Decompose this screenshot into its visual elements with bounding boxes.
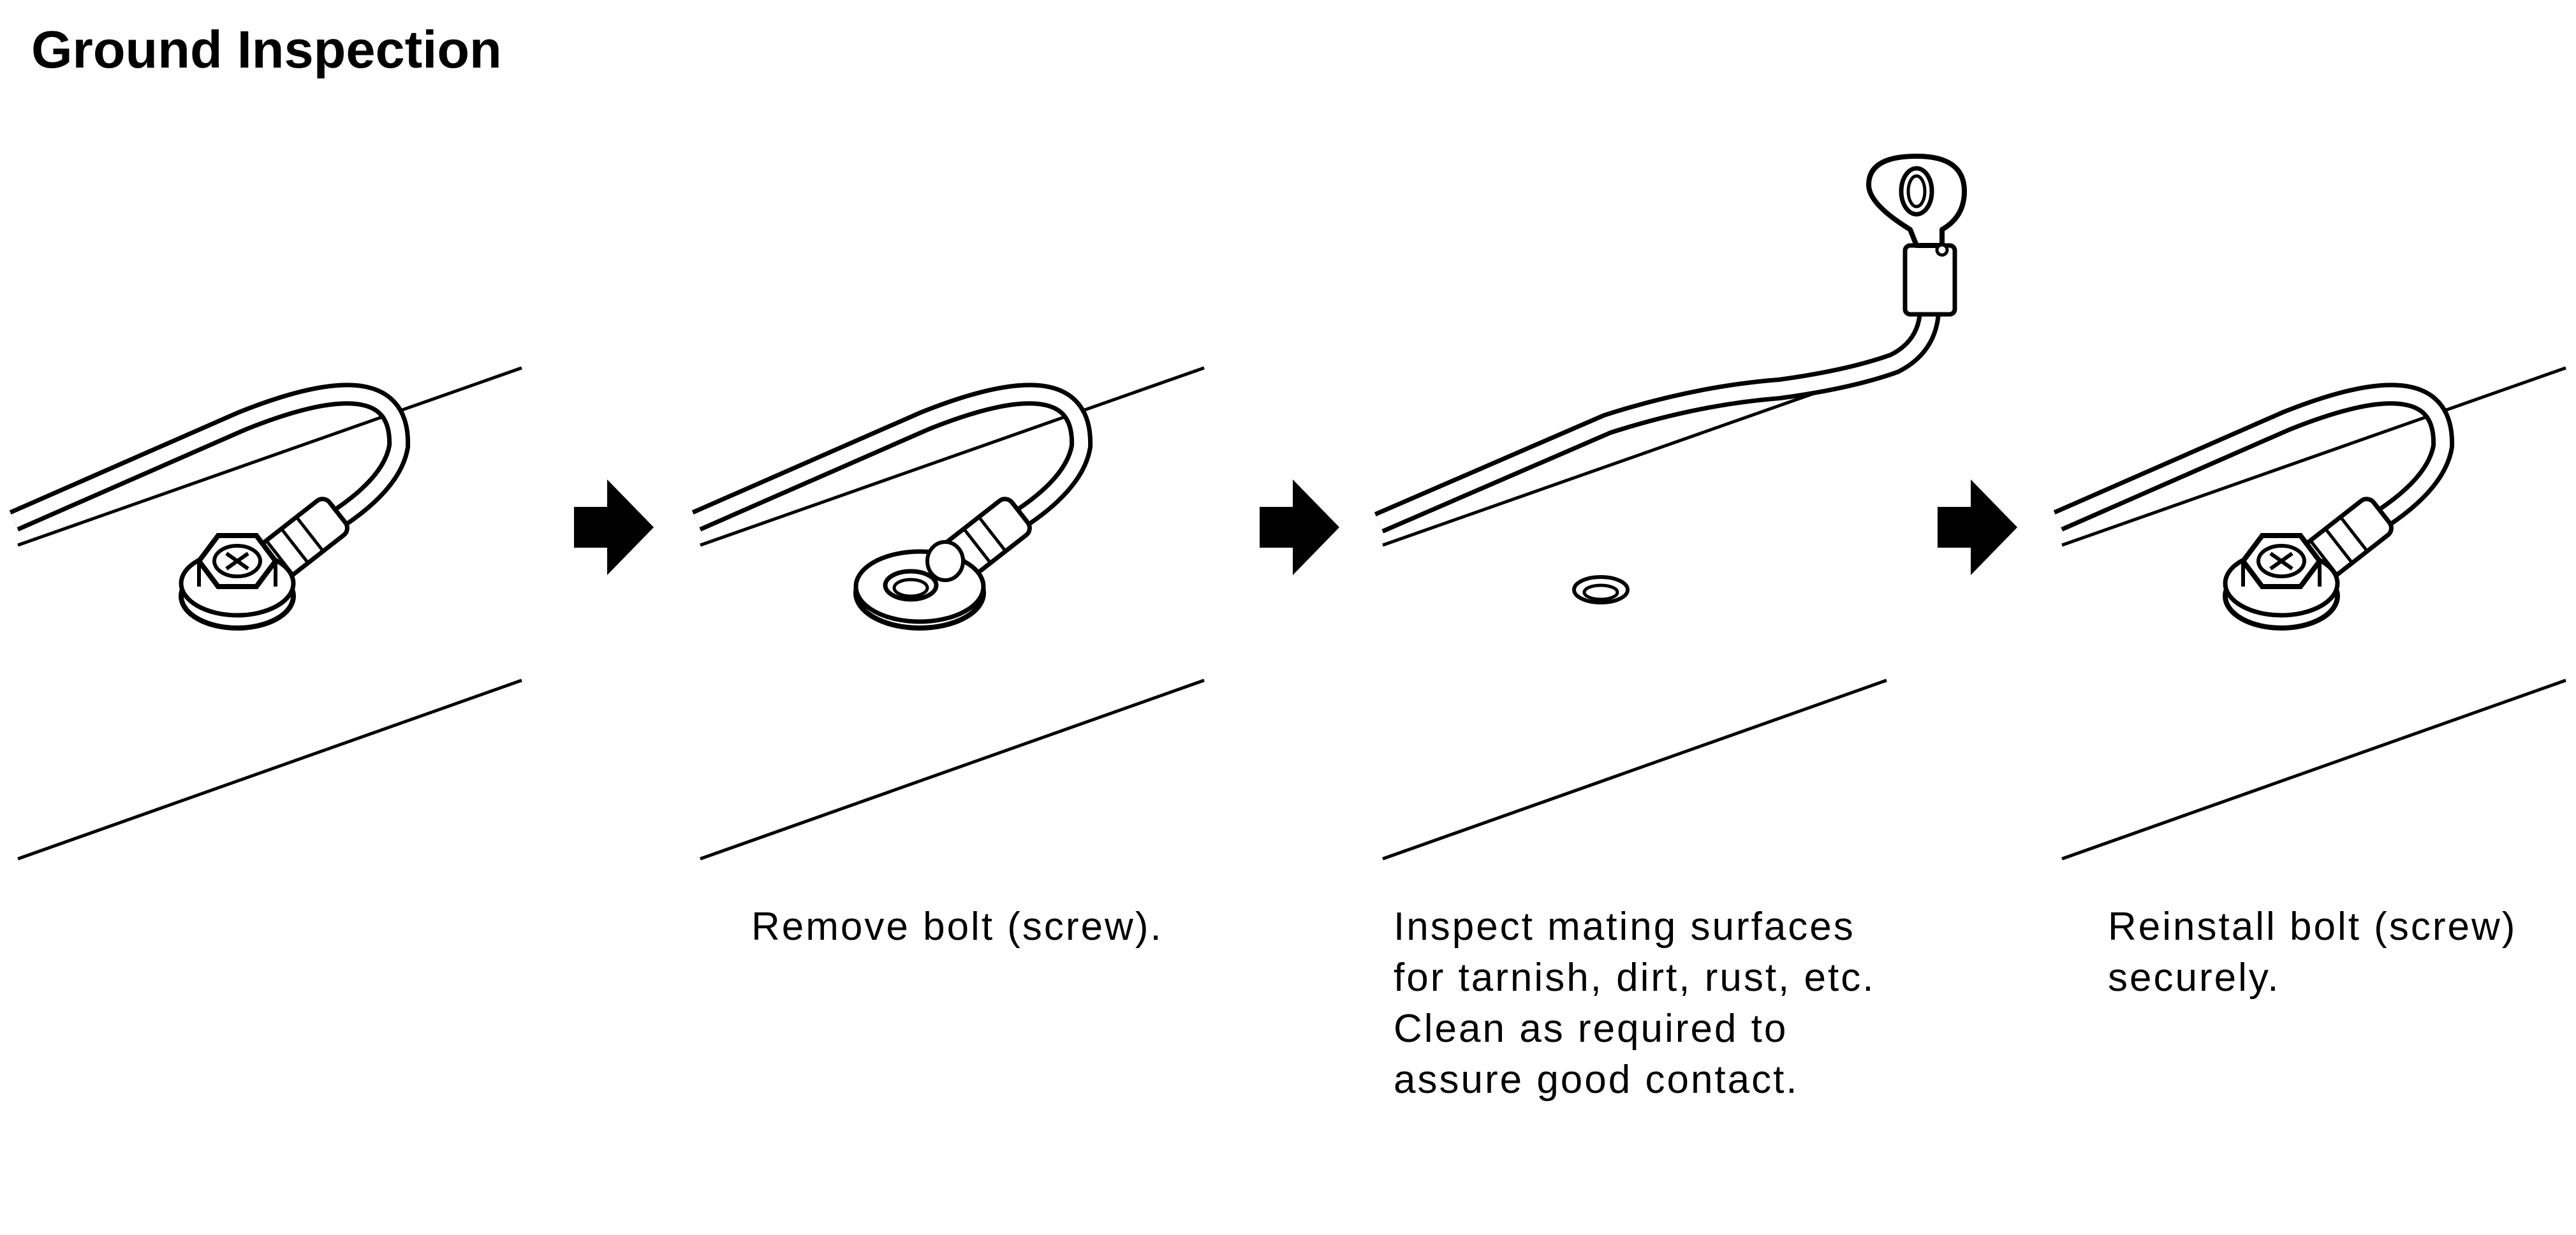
caption-line: Clean as required to (1394, 1007, 1788, 1051)
right-arrow-icon (1260, 479, 1339, 575)
step-2-illustration (696, 368, 1204, 859)
caption-line: for tarnish, dirt, rust, etc. (1394, 956, 1876, 1000)
step-4-caption: Reinstall bolt (screw) securely. (2108, 902, 2517, 1004)
caption-line: Remove bolt (screw). (751, 905, 1163, 949)
right-arrow-icon (1938, 479, 2017, 575)
step-2-caption: Remove bolt (screw). (751, 902, 1163, 953)
lifted-cable (1374, 298, 1941, 534)
caption-line: Inspect mating surfaces (1394, 905, 1855, 949)
step-1-illustration (14, 368, 522, 859)
step-3-caption: Inspect mating surfaces for tarnish, dir… (1394, 902, 1875, 1106)
ring-terminal-icon (1866, 154, 1967, 317)
caption-line: Reinstall bolt (screw) (2108, 905, 2517, 949)
step-3-illustration (1374, 154, 1967, 859)
bolt-hole-icon (1572, 575, 1630, 604)
step-4-illustration (2058, 368, 2566, 859)
caption-line: securely. (2108, 956, 2281, 1000)
right-arrow-icon (574, 479, 654, 575)
caption-line: assure good contact. (1394, 1058, 1799, 1102)
ring-terminal-icon (853, 540, 986, 631)
page-title: Ground Inspection (31, 20, 502, 79)
